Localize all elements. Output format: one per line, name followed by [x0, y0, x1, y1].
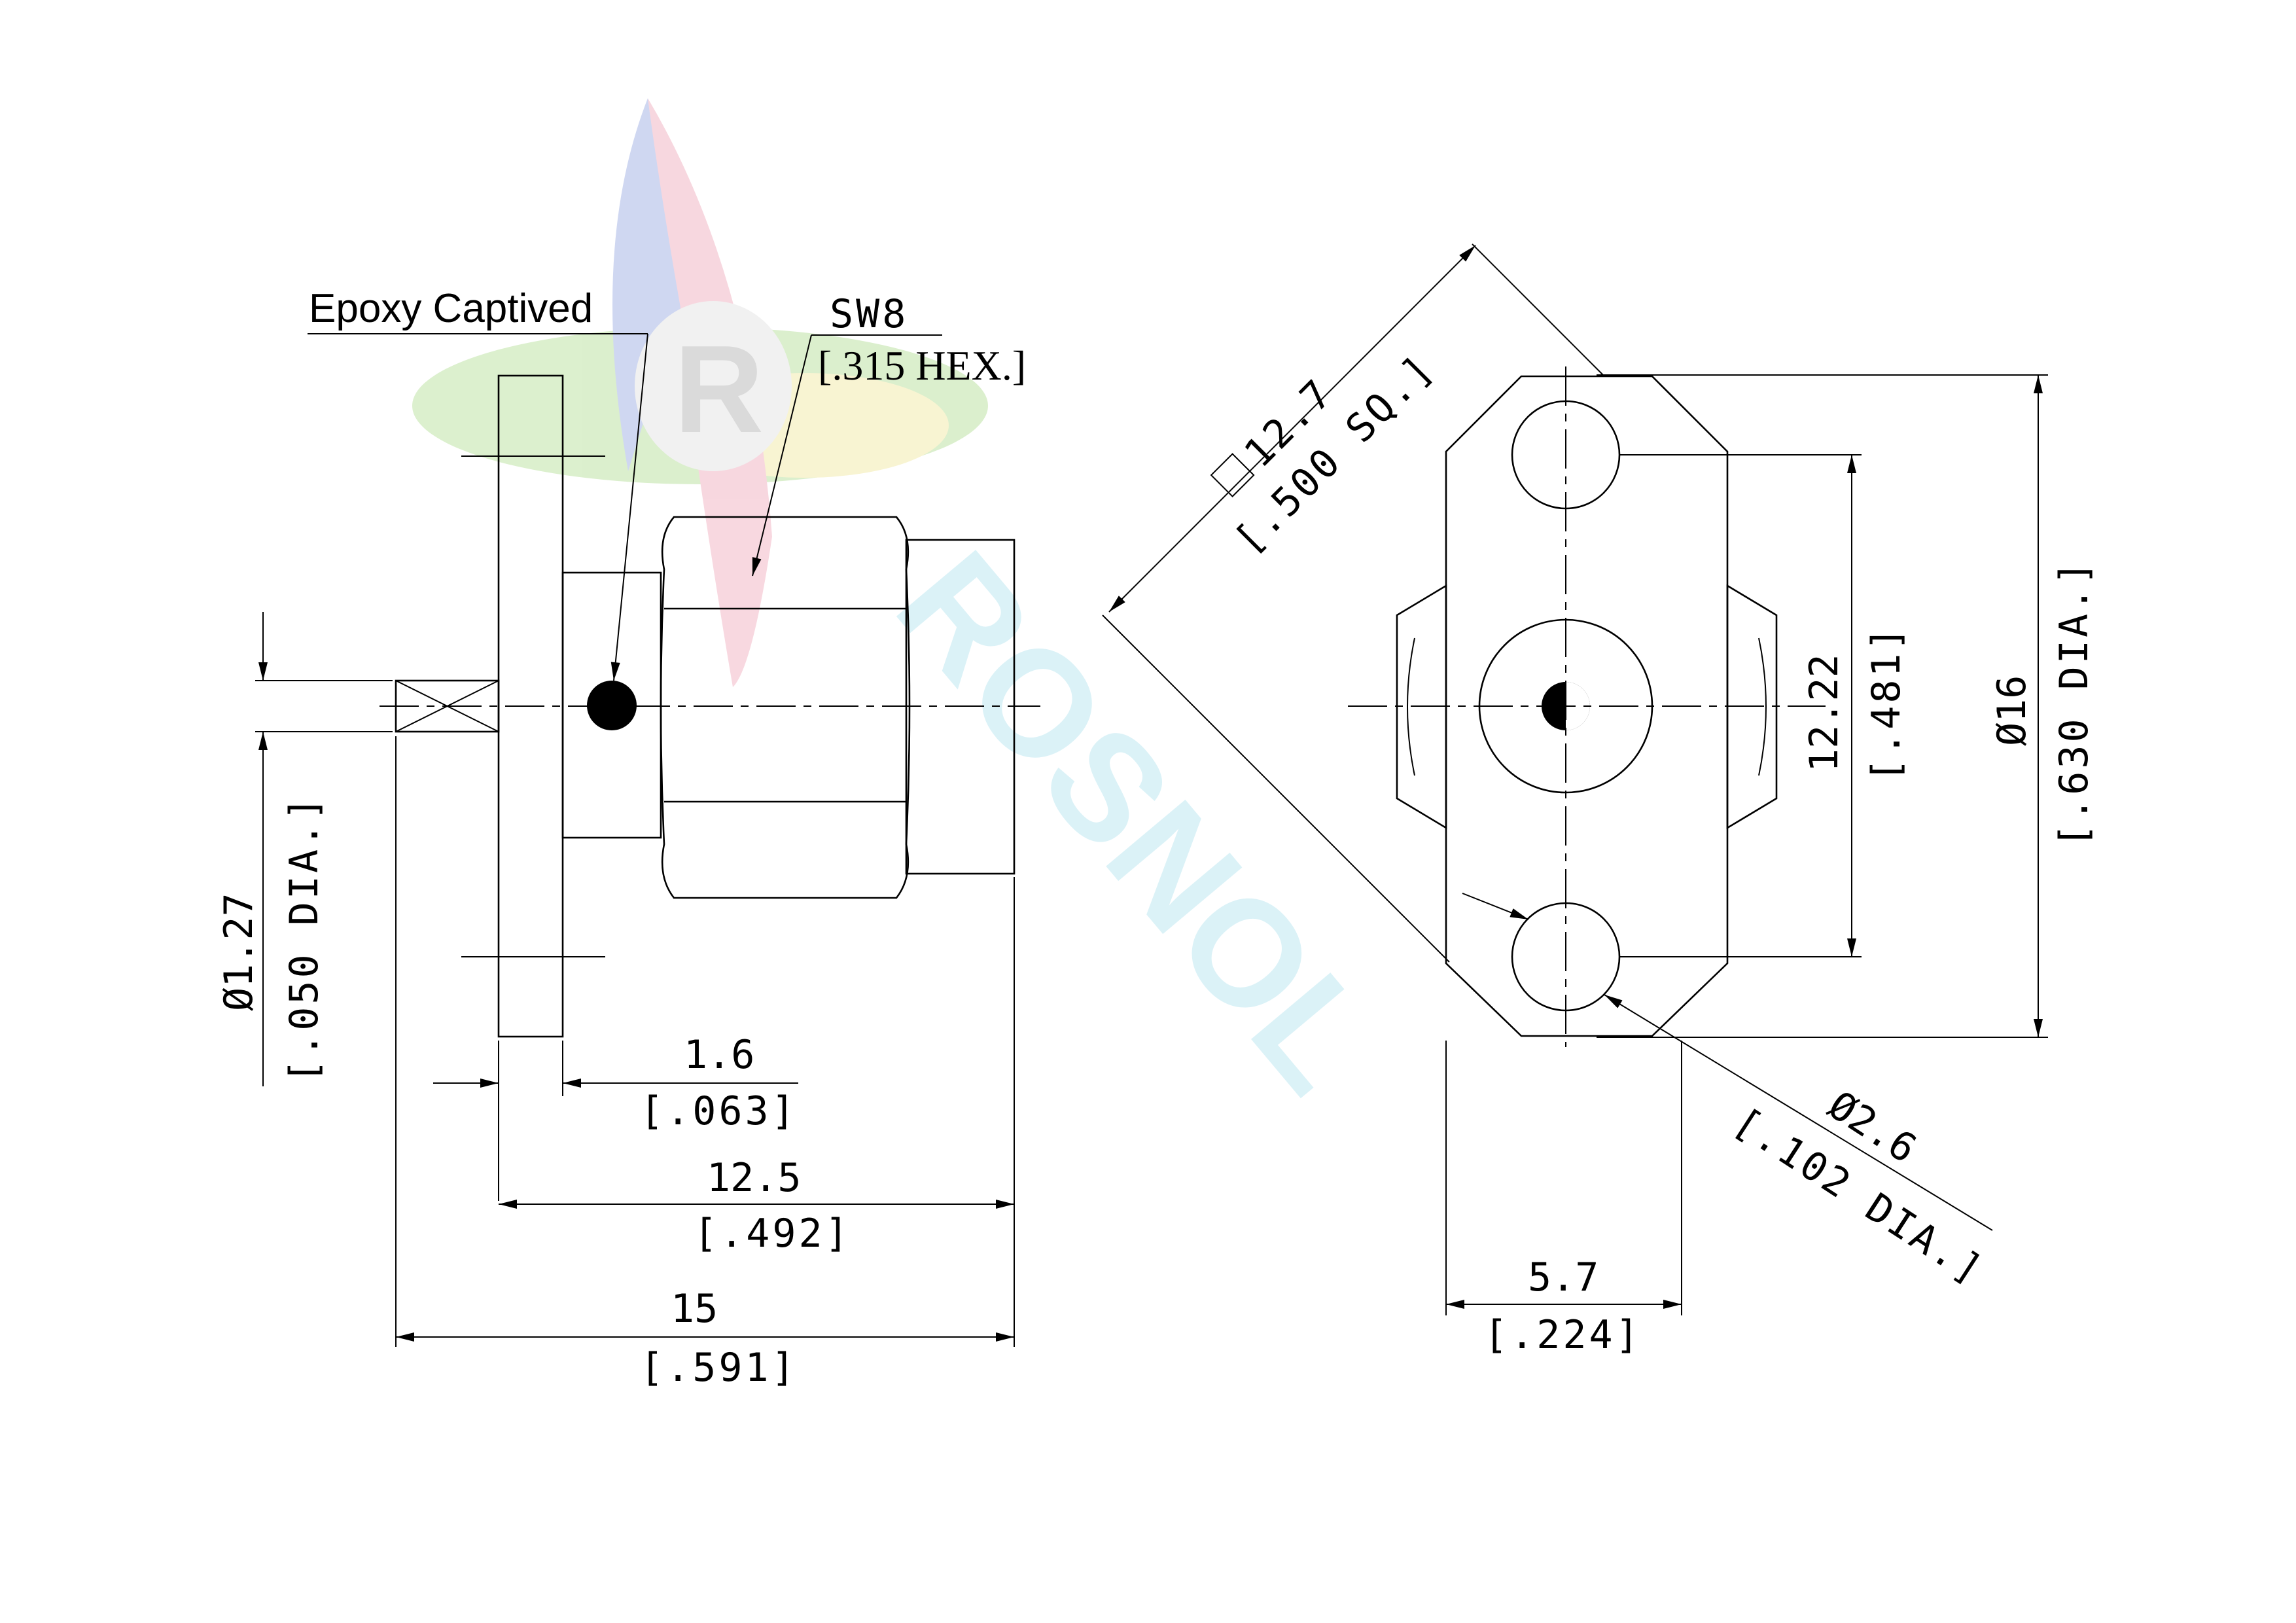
total-len-inch: [.591] [640, 1345, 798, 1391]
epoxy-label: Epoxy Captived [309, 286, 593, 331]
sw-label: SW8 [830, 291, 908, 337]
logo-r-letter: R [674, 320, 764, 459]
center-contact-half [1566, 682, 1590, 730]
flange-thk-value: 1.6 [684, 1032, 754, 1078]
watermark-logo: R [412, 98, 988, 687]
flange-dia-inch: [.630 DIA.] [2051, 559, 2097, 847]
square-ext-bottom [1102, 615, 1450, 963]
side-view [380, 374, 1040, 1038]
width-inch: [.224] [1484, 1312, 1642, 1358]
spacing-value: 12.22 [1801, 654, 1847, 772]
body-len-value: 12.5 [707, 1155, 802, 1201]
flange-thk-inch: [.063] [640, 1088, 798, 1134]
hole-dia-arrow-in [1462, 893, 1529, 920]
pin-dia-inch: [.050 DIA.] [281, 794, 327, 1083]
epoxy-leader [610, 333, 648, 681]
spacing-inch: [.481] [1863, 624, 1909, 782]
hex-nut [660, 516, 911, 899]
front-view [1348, 366, 1826, 1047]
width-value: 5.7 [1528, 1255, 1598, 1300]
flange-dia-value: Ø16 [1989, 675, 2035, 746]
watermark-text: ROSNOL [865, 521, 1407, 1122]
sw-leader [752, 334, 812, 577]
hex-label: [.315 HEX.] [818, 342, 1026, 389]
square-symbol [1210, 453, 1255, 497]
hex-right-arc [1758, 637, 1767, 776]
body-len-inch: [.492] [694, 1211, 851, 1257]
square-ext-top [1472, 243, 1604, 376]
hex-left-arc [1407, 637, 1415, 776]
logo-blue-swoosh [612, 98, 680, 471]
epoxy-dot [587, 681, 637, 730]
square-arrow [1108, 245, 1476, 613]
flange-face [1445, 375, 1729, 1037]
total-len-value: 15 [671, 1286, 718, 1332]
logo-r-circle [635, 301, 792, 471]
pin-dia-value: Ø1.27 [216, 893, 262, 1011]
hole-dia-arrow-out [1604, 994, 1993, 1231]
